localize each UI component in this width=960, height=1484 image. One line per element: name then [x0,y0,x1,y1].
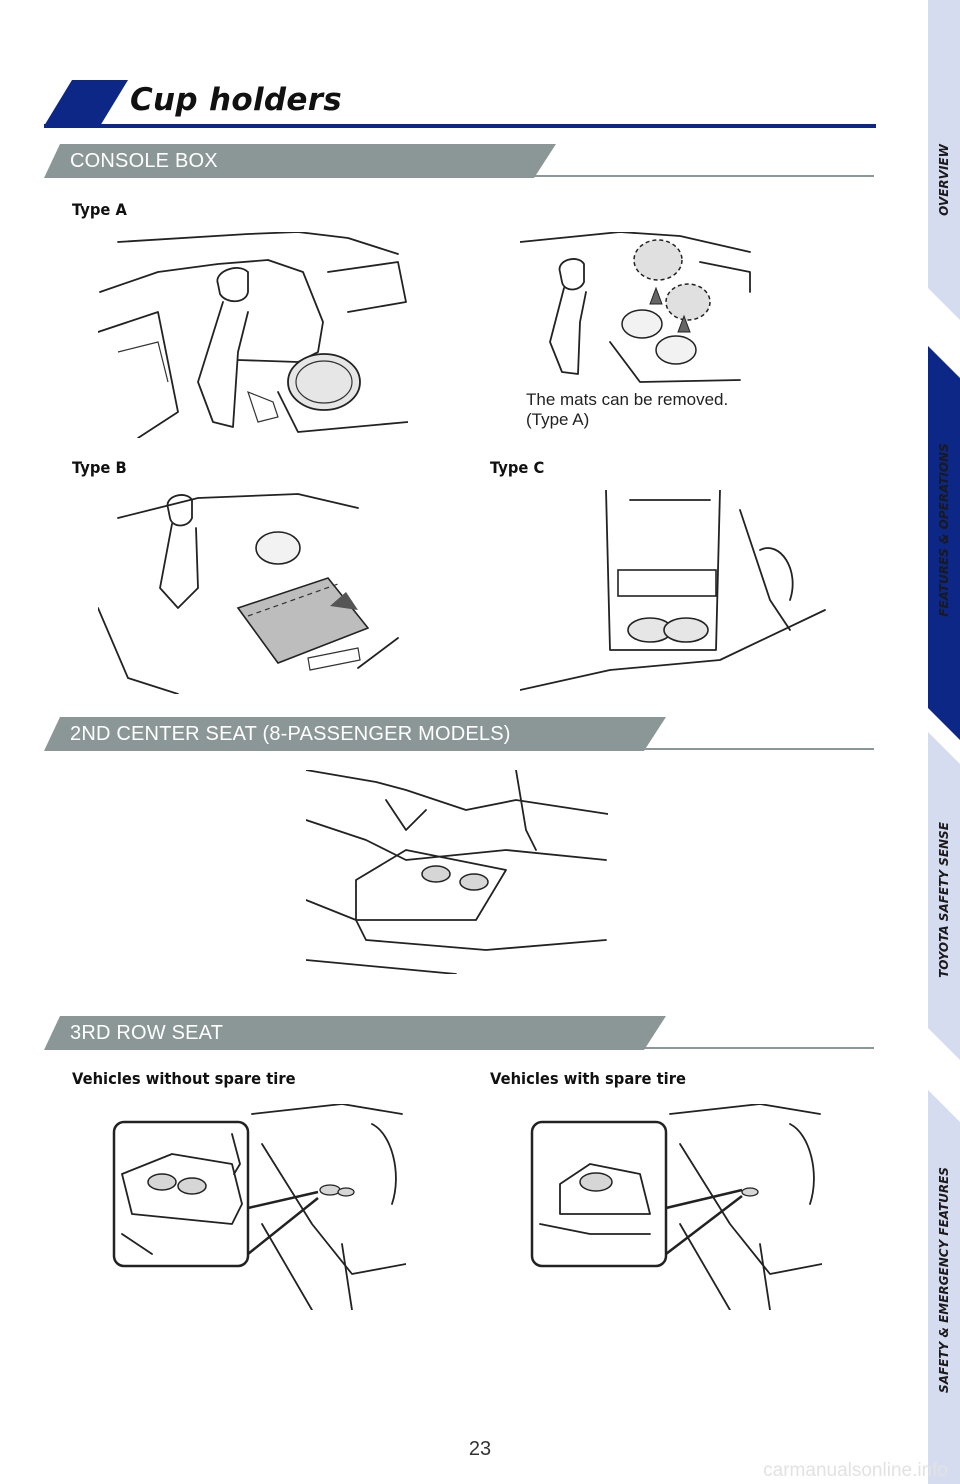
with-spare-label: Vehicles with spare tire [490,1069,686,1088]
side-tab-label: OVERVIEW [937,144,951,216]
side-tab-overview[interactable]: OVERVIEW [928,120,960,240]
side-tab-toyota-safety-sense[interactable]: TOYOTA SAFETY SENSE [928,800,960,1000]
type-c-illustration [520,490,830,696]
section-header-console: CONSOLE BOX [44,144,556,178]
side-nav: OVERVIEW FEATURES & OPERATIONS TOYOTA SA… [928,0,960,1484]
watermark: carmanualsonline.info [763,1460,948,1481]
caption-line-2: (Type A) [526,410,590,429]
section-label: 2ND CENTER SEAT (8-PASSENGER MODELS) [70,723,511,745]
third-row-without-spare-illustration [112,1104,406,1310]
section-label: 3RD ROW SEAT [70,1022,224,1044]
type-a-mats-illustration [520,232,756,384]
type-a-illustration [98,232,408,438]
type-b-label: Type B [72,458,127,477]
side-tab-features-operations[interactable]: FEATURES & OPERATIONS [928,430,960,630]
section-rule [640,1047,874,1049]
side-tab-label: TOYOTA SAFETY SENSE [937,822,951,978]
type-c-label: Type C [490,458,545,477]
section-header-3rd-row-seat: 3RD ROW SEAT [44,1016,666,1050]
side-tab-label: FEATURES & OPERATIONS [937,443,951,617]
section-rule [530,175,874,177]
section-rule [640,748,874,750]
page-number: 23 [468,1438,492,1460]
side-nav-background [928,0,960,1484]
caption-line-1: The mats can be removed. [526,390,729,409]
without-spare-label: Vehicles without spare tire [72,1069,296,1088]
section-header-2nd-center-seat: 2ND CENTER SEAT (8-PASSENGER MODELS) [44,717,666,751]
mats-caption: The mats can be removed. (Type A) [526,390,728,430]
section-label: CONSOLE BOX [70,150,218,172]
second-center-seat-illustration [306,770,608,974]
side-tab-safety-emergency[interactable]: SAFETY & EMERGENCY FEATURES [928,1160,960,1400]
title-accent [44,80,128,126]
type-b-illustration [98,488,408,694]
third-row-with-spare-illustration [530,1104,822,1310]
type-a-label: Type A [72,200,127,219]
page-title: Cup holders [130,82,343,118]
side-tab-label: SAFETY & EMERGENCY FEATURES [937,1167,951,1393]
title-rule [44,124,876,128]
